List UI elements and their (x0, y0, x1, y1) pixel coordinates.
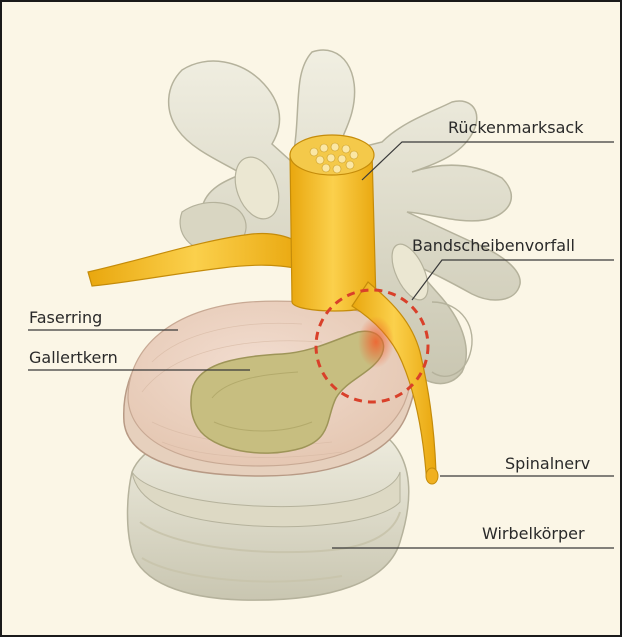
label-spinalnerv: Spinalnerv (505, 456, 590, 472)
label-faserring: Faserring (29, 310, 102, 326)
label-rueckenmarksack: Rückenmarksack (448, 120, 583, 136)
label-gallertkern: Gallertkern (29, 350, 118, 366)
label-bandscheibenvorfall: Bandscheibenvorfall (412, 238, 575, 254)
label-wirbelkoerper: Wirbelkörper (482, 526, 585, 542)
